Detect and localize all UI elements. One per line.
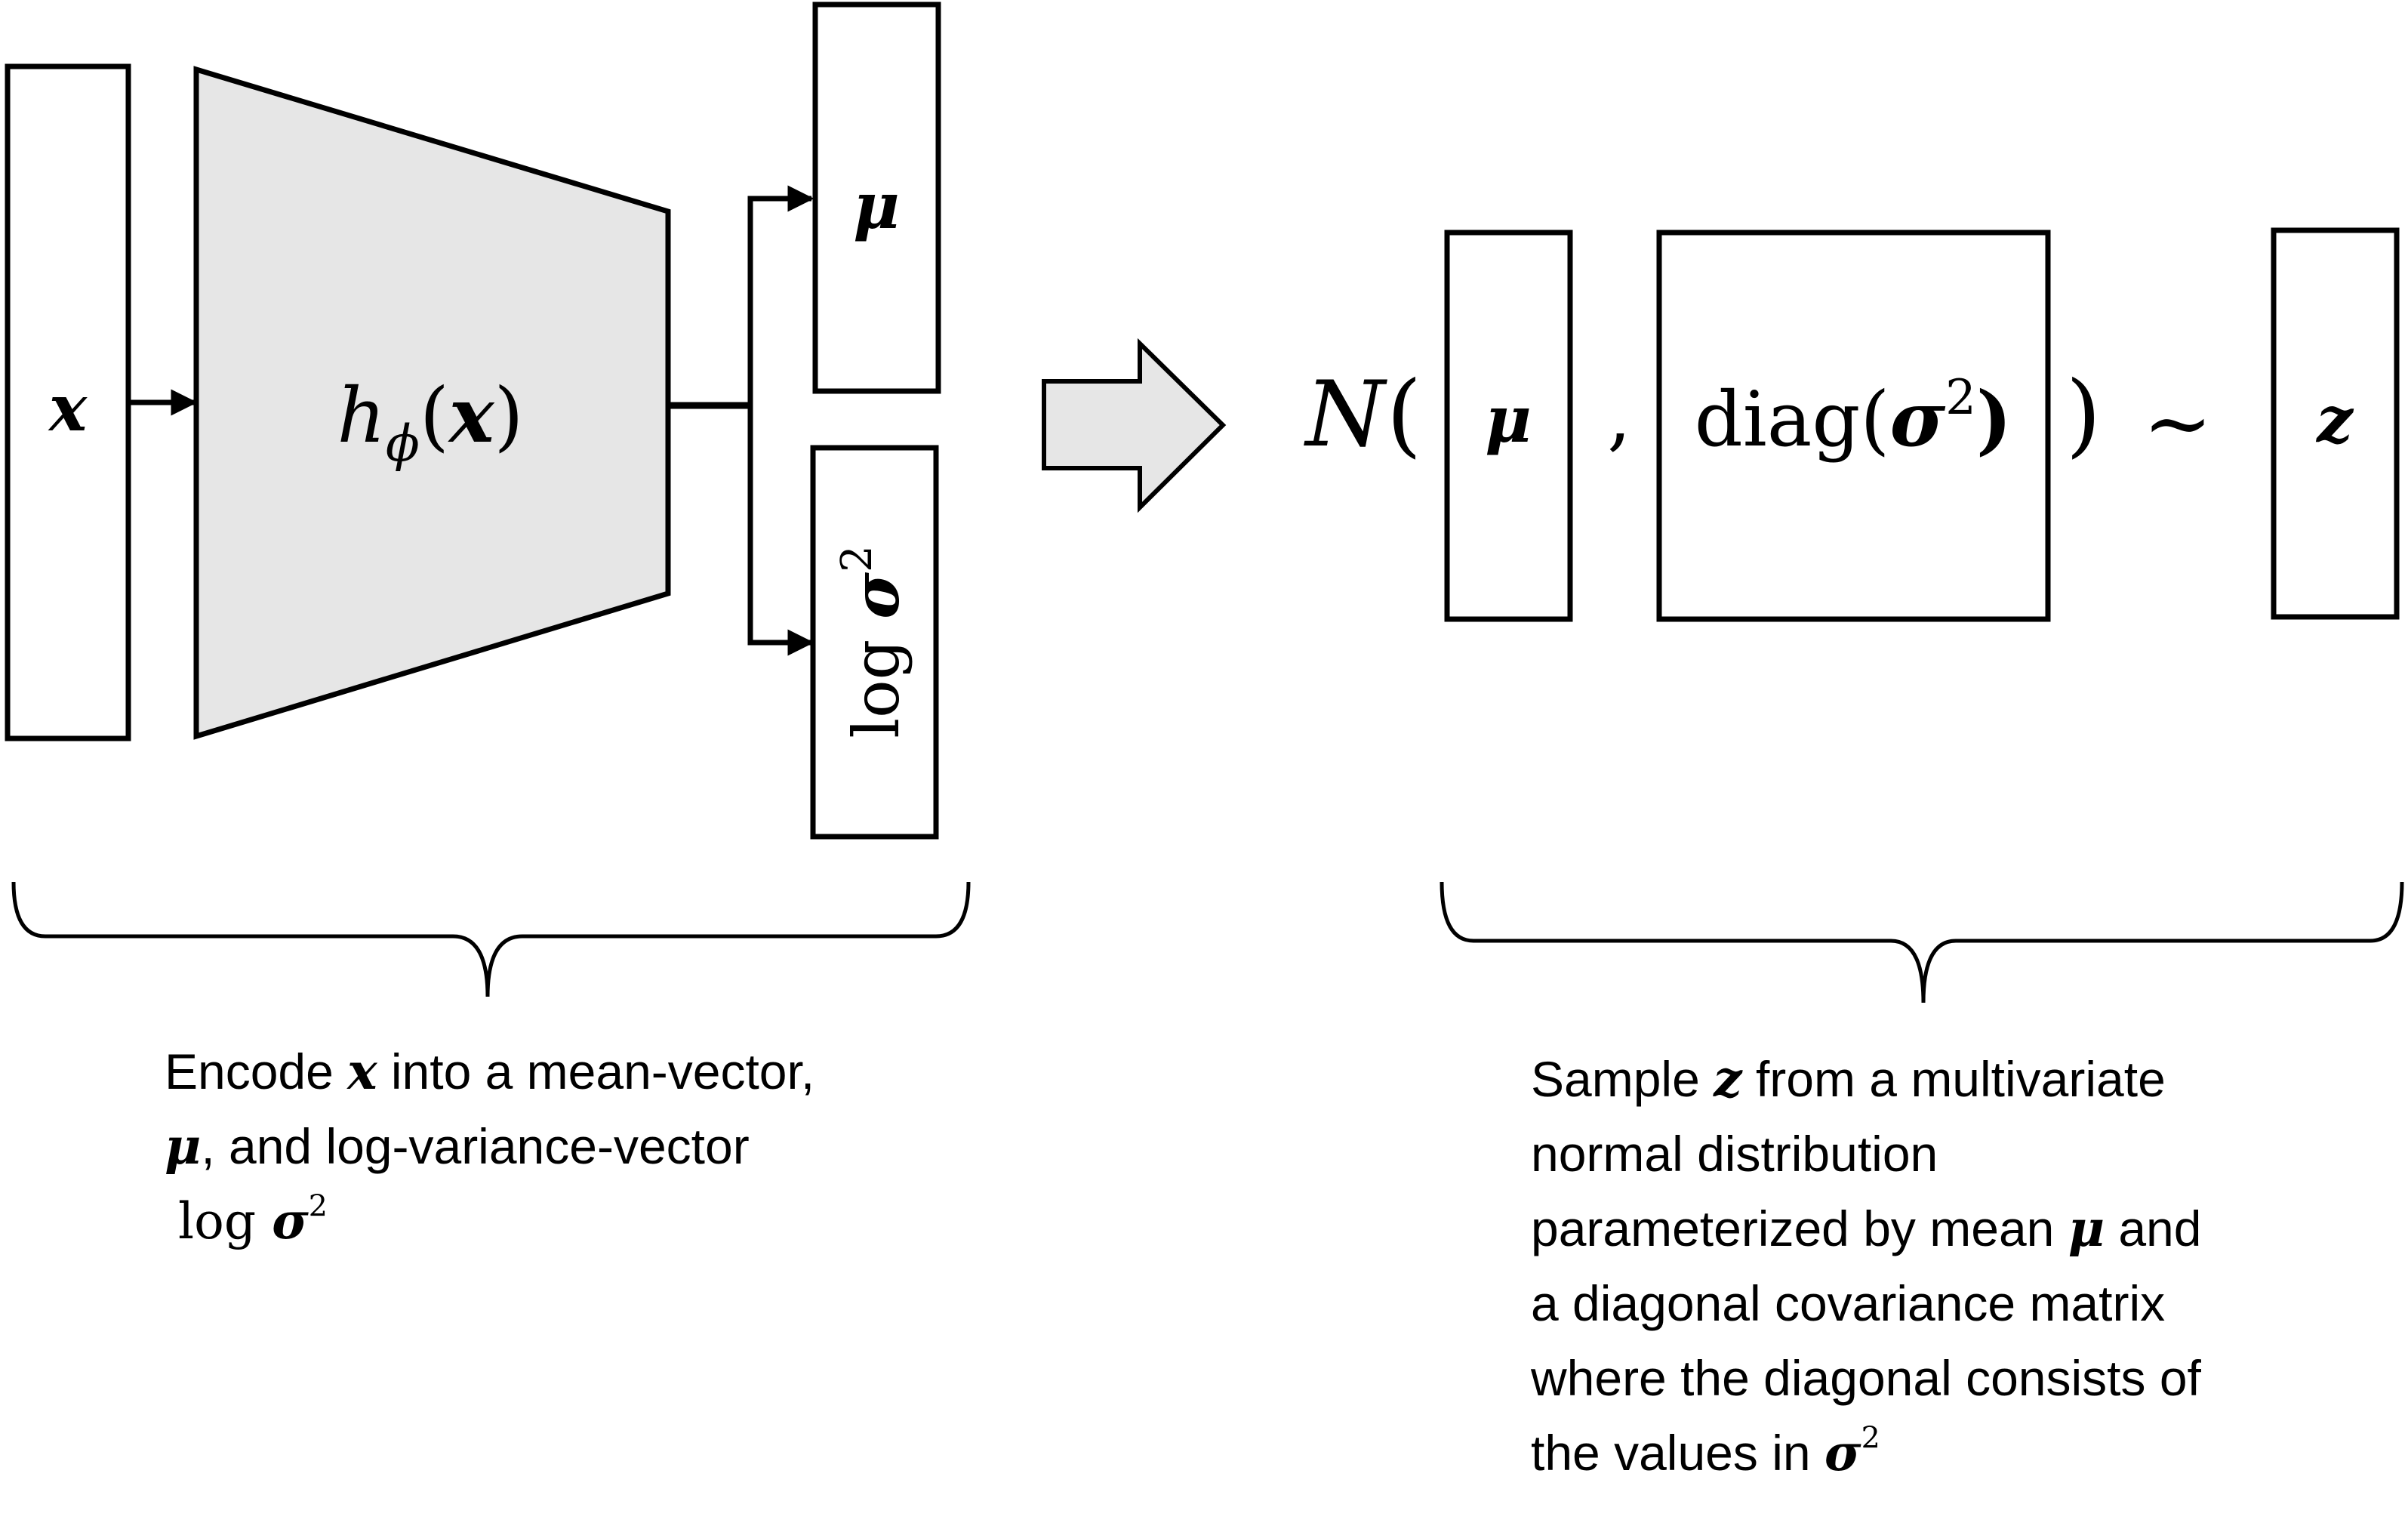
sampling-caption-line-3: parameterized by mean μ and bbox=[1531, 1199, 2202, 1258]
encoder-section: x hϕ(x) μ log σ2 bbox=[5, 2, 971, 997]
z-label: z bbox=[2315, 382, 2354, 457]
encoder-caption-line-2: μ, and log-variance-vector bbox=[165, 1117, 750, 1176]
mu-label: μ bbox=[853, 168, 899, 243]
encoder-brace bbox=[11, 881, 971, 997]
normal-dist-symbol: N bbox=[1304, 362, 1388, 467]
z-box bbox=[2271, 227, 2400, 620]
logvar-box bbox=[810, 445, 939, 840]
encoder-caption-line-1: Encode x into a mean-vector, bbox=[165, 1042, 815, 1101]
mu-box bbox=[812, 2, 941, 394]
logvar-arrow bbox=[747, 405, 814, 656]
open-paren: ( bbox=[1387, 362, 1422, 467]
logvar-label: log σ2 bbox=[833, 545, 913, 738]
encoder-caption: Encode x into a mean-vector, μ, and log-… bbox=[165, 1034, 814, 1259]
encoder-network-trapezoid bbox=[193, 66, 671, 740]
close-paren: ) bbox=[2066, 362, 2102, 467]
sampling-section: N ( μ , diag(σ2) ) ∼ z bbox=[1304, 227, 2404, 1003]
comma: , bbox=[1607, 371, 1631, 460]
sample-mu-box bbox=[1444, 230, 1573, 622]
sampling-caption-line-1: Sample z from a multivariate bbox=[1531, 1050, 2166, 1108]
encoder-caption-line-3: log σ2 bbox=[178, 1188, 328, 1250]
diag-cov-box bbox=[1656, 230, 2051, 622]
mu-arrow bbox=[747, 185, 814, 405]
sampling-caption-line-4: a diagonal covariance matrix bbox=[1531, 1275, 2166, 1331]
sampling-caption-line-6: the values in σ2 bbox=[1531, 1420, 1880, 1482]
input-x-label: x bbox=[48, 371, 88, 445]
sample-mu-label: μ bbox=[1485, 382, 1531, 457]
sampling-caption-line-2: normal distribution bbox=[1531, 1126, 1938, 1182]
sampling-brace bbox=[1440, 881, 2404, 1003]
tilde-symbol: ∼ bbox=[2143, 375, 2212, 471]
sampling-caption: Sample z from a multivariate normal dist… bbox=[1531, 1042, 2201, 1490]
diag-cov-label: diag(σ2) bbox=[1695, 370, 2012, 464]
encoder-function-label: hϕ(x) bbox=[337, 371, 523, 473]
transition-arrow-icon bbox=[1042, 338, 1227, 513]
sampling-caption-line-5: where the diagonal consists of bbox=[1531, 1350, 2201, 1406]
input-x-box bbox=[5, 63, 131, 741]
